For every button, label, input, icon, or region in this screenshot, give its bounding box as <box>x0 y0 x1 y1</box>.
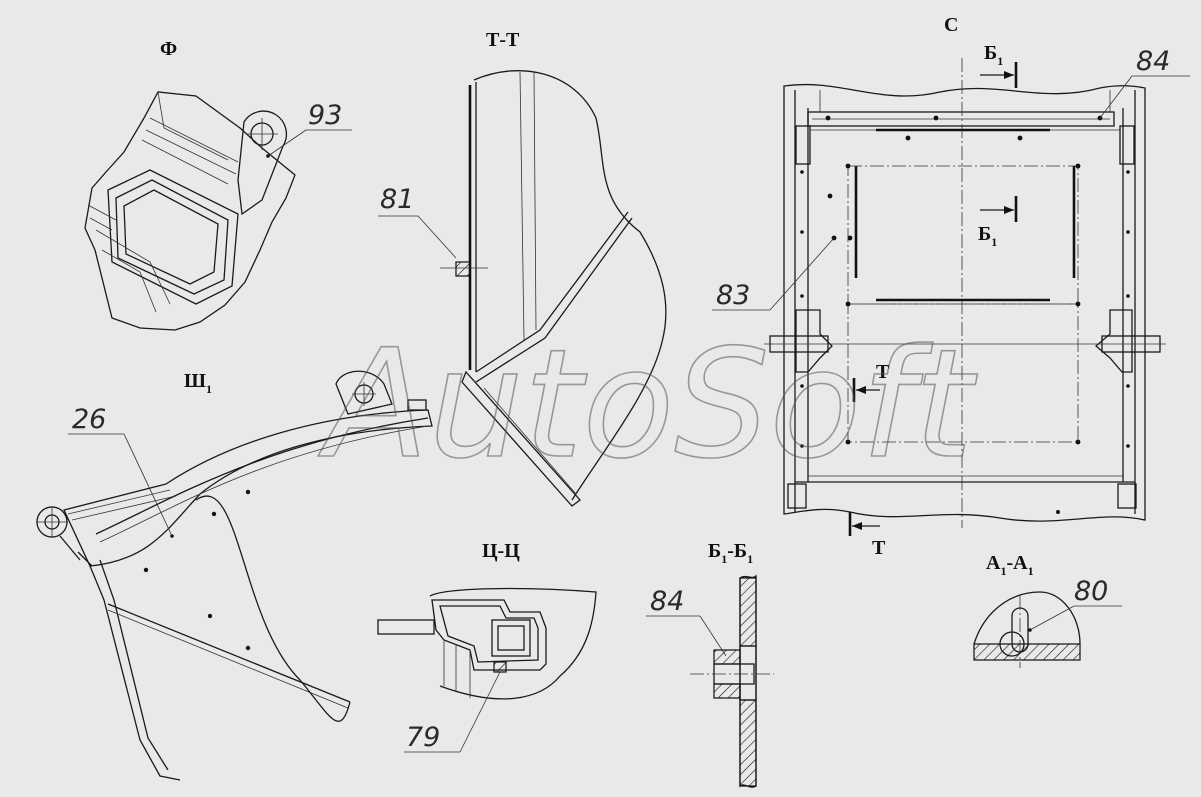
view-tt-title: Т-Т <box>486 29 520 51</box>
view-sh1-title: Ш1 <box>184 370 212 396</box>
section-mark-b1-top: Б1 <box>984 42 1003 68</box>
section-mark-t-lower: Т <box>872 537 886 559</box>
callout-84-top: 84 <box>1136 46 1170 77</box>
callout-81: 81 <box>380 184 414 215</box>
view-c: С <box>712 14 1190 559</box>
callout-83: 83 <box>716 280 750 311</box>
callout-84-section: 84 <box>650 586 684 617</box>
callout-26: 26 <box>72 404 106 435</box>
watermark-autosoft: AutoSoft <box>318 318 978 492</box>
view-phi-title: Ф <box>160 38 177 60</box>
view-tt: Т-Т 81 <box>378 29 667 507</box>
callout-93: 93 <box>308 100 342 131</box>
section-mark-b1-mid: Б1 <box>978 223 997 249</box>
callout-80: 80 <box>1074 576 1108 607</box>
view-tsts-title: Ц-Ц <box>482 540 520 562</box>
section-mark-t-upper: Т <box>876 361 890 383</box>
view-c-title: С <box>944 14 958 36</box>
view-a1a1: А1-А1 80 <box>973 552 1122 668</box>
view-sh1: Ш1 26 <box>36 370 433 781</box>
view-tsts: Ц-Ц 79 <box>377 540 597 753</box>
view-b1b1: Б1-Б1 84 <box>646 540 774 788</box>
view-phi: Ф 93 <box>84 38 352 331</box>
view-b1b1-title: Б1-Б1 <box>708 540 753 566</box>
callout-79: 79 <box>406 722 440 753</box>
view-a1a1-title: А1-А1 <box>986 552 1034 578</box>
